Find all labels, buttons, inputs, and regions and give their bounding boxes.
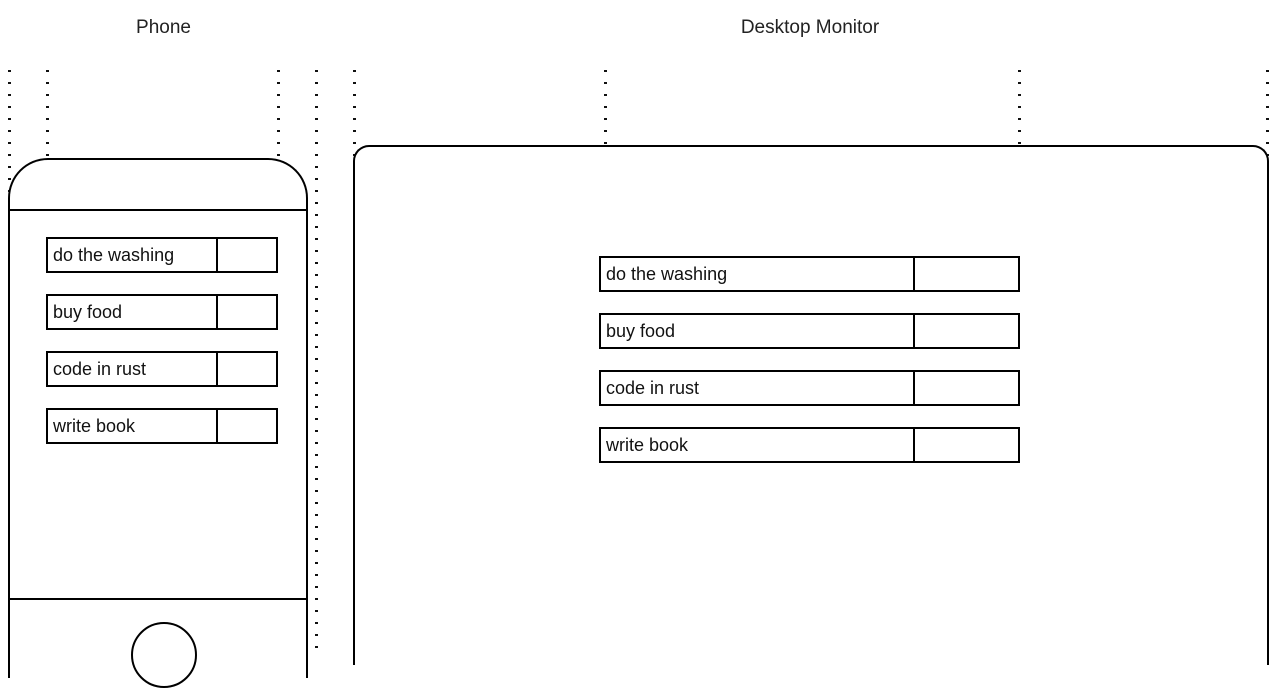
todo-item[interactable]: buy food: [599, 313, 1020, 349]
todo-item[interactable]: do the washing: [46, 237, 278, 273]
todo-item-action-cell[interactable]: [913, 429, 1018, 461]
todo-item-label: buy food: [606, 321, 676, 341]
todo-item[interactable]: write book: [599, 427, 1020, 463]
todo-item-label: code in rust: [53, 359, 147, 379]
todo-item-action-cell[interactable]: [216, 239, 276, 271]
todo-item-action-cell[interactable]: [216, 296, 276, 328]
phone-top-bezel-divider: [8, 209, 308, 211]
guide-line-3: [315, 70, 318, 649]
todo-item[interactable]: code in rust: [599, 370, 1020, 406]
todo-item[interactable]: code in rust: [46, 351, 278, 387]
todo-item-label: do the washing: [606, 264, 728, 284]
todo-item-action-cell[interactable]: [913, 372, 1018, 404]
desktop-monitor-title: Desktop Monitor: [740, 17, 880, 38]
phone-home-button[interactable]: [131, 622, 197, 688]
phone-title: Phone: [136, 17, 191, 38]
todo-item-label: code in rust: [606, 378, 700, 398]
phone-bottom-bezel-divider: [8, 598, 308, 600]
todo-item[interactable]: write book: [46, 408, 278, 444]
todo-item-label: do the washing: [53, 245, 175, 265]
todo-item-action-cell[interactable]: [913, 315, 1018, 347]
todo-item-label: write book: [53, 416, 136, 436]
todo-item[interactable]: buy food: [46, 294, 278, 330]
todo-item-action-cell[interactable]: [216, 353, 276, 385]
todo-item-label: write book: [606, 435, 689, 455]
todo-item-label: buy food: [53, 302, 123, 322]
todo-item[interactable]: do the washing: [599, 256, 1020, 292]
todo-item-action-cell[interactable]: [913, 258, 1018, 290]
todo-item-action-cell[interactable]: [216, 410, 276, 442]
